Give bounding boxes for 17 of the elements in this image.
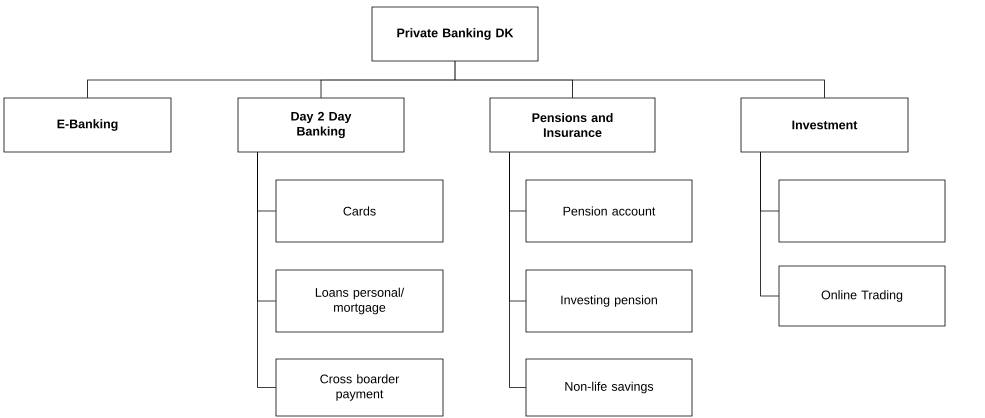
category-box: Day 2 Day Banking bbox=[238, 98, 404, 152]
connector-line bbox=[257, 152, 276, 388]
connector-line bbox=[454, 61, 825, 98]
item-box: Loans personal/ mortgage bbox=[276, 270, 444, 332]
item-box: Non-life savings bbox=[526, 358, 692, 416]
empty-box bbox=[778, 180, 946, 242]
category-box: E-Banking bbox=[4, 98, 172, 152]
category-box: Private Banking DK bbox=[372, 6, 538, 62]
connector-line bbox=[509, 152, 526, 388]
category-box: Pensions and Insurance bbox=[490, 98, 656, 152]
item-box: Investing pension bbox=[526, 270, 692, 332]
item-box: Cards bbox=[276, 180, 444, 242]
item-box: Online Trading bbox=[778, 266, 946, 326]
connector-line bbox=[760, 152, 779, 296]
category-box: Investment bbox=[740, 98, 908, 152]
item-box: Pension account bbox=[526, 180, 692, 242]
item-box: Cross boarder payment bbox=[276, 358, 444, 416]
